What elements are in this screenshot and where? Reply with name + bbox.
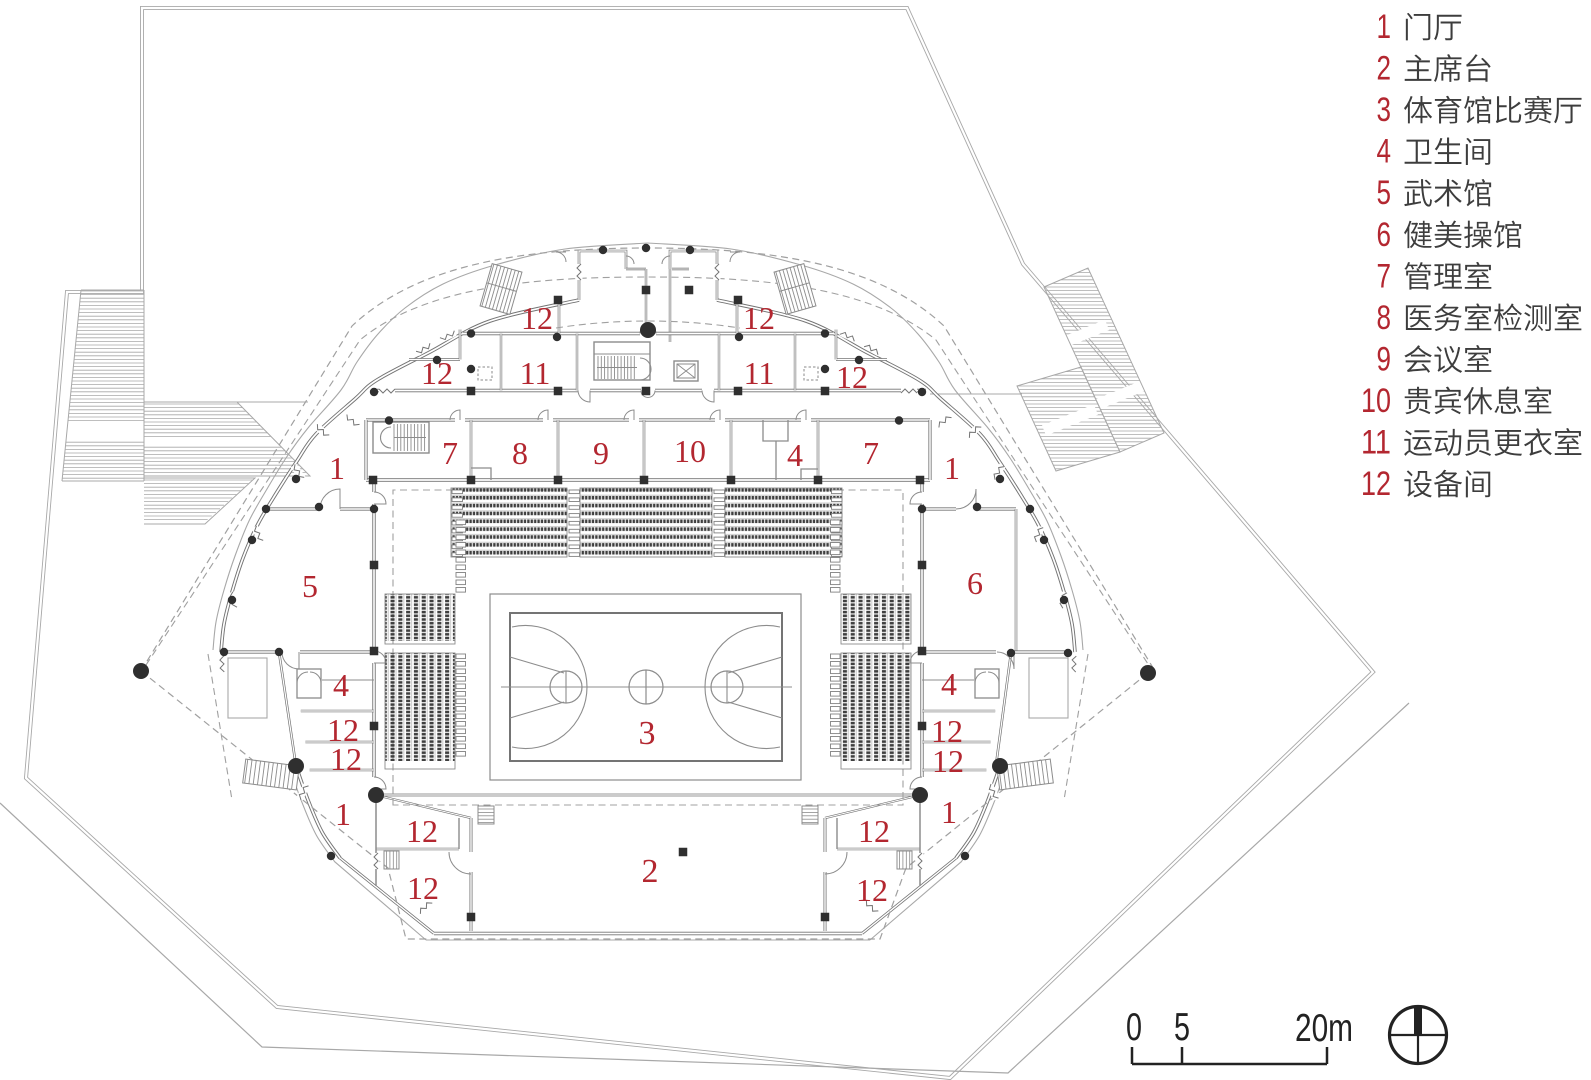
svg-text:12: 12 bbox=[743, 300, 775, 336]
svg-text:7: 7 bbox=[1377, 257, 1392, 295]
svg-text:9: 9 bbox=[593, 435, 609, 471]
svg-text:7: 7 bbox=[863, 435, 879, 471]
svg-text:4: 4 bbox=[941, 666, 957, 702]
svg-text:2: 2 bbox=[1377, 50, 1392, 88]
svg-text:6: 6 bbox=[1377, 216, 1392, 254]
svg-text:12: 12 bbox=[932, 743, 964, 779]
svg-text:12: 12 bbox=[858, 813, 890, 849]
svg-text:4: 4 bbox=[787, 437, 803, 473]
svg-text:1: 1 bbox=[1377, 8, 1392, 46]
svg-text:12: 12 bbox=[856, 872, 888, 908]
svg-text:7: 7 bbox=[442, 435, 458, 471]
svg-text:12: 12 bbox=[406, 813, 438, 849]
svg-text:4: 4 bbox=[1377, 133, 1392, 171]
svg-text:8: 8 bbox=[512, 435, 528, 471]
svg-text:9: 9 bbox=[1377, 340, 1392, 378]
svg-text:4: 4 bbox=[333, 667, 349, 703]
svg-text:3: 3 bbox=[639, 715, 656, 752]
svg-text:12: 12 bbox=[407, 870, 439, 906]
svg-text:11: 11 bbox=[1361, 424, 1391, 462]
svg-text:10: 10 bbox=[674, 433, 706, 469]
svg-text:1: 1 bbox=[941, 794, 957, 830]
svg-text:20m: 20m bbox=[1295, 1007, 1353, 1050]
svg-text:11: 11 bbox=[744, 355, 775, 391]
svg-text:1: 1 bbox=[329, 450, 345, 486]
svg-text:5: 5 bbox=[1174, 1006, 1190, 1049]
svg-text:12: 12 bbox=[521, 300, 553, 336]
svg-text:12: 12 bbox=[421, 355, 453, 391]
svg-text:5: 5 bbox=[302, 568, 318, 604]
svg-text:0: 0 bbox=[1126, 1006, 1142, 1049]
svg-text:12: 12 bbox=[931, 713, 963, 749]
svg-text:5: 5 bbox=[1377, 174, 1392, 212]
svg-text:3: 3 bbox=[1377, 91, 1392, 129]
svg-text:12: 12 bbox=[1361, 465, 1391, 503]
svg-text:12: 12 bbox=[836, 359, 868, 395]
svg-text:2: 2 bbox=[642, 853, 659, 890]
svg-text:8: 8 bbox=[1377, 299, 1392, 337]
svg-text:1: 1 bbox=[335, 796, 351, 832]
svg-text:12: 12 bbox=[330, 741, 362, 777]
svg-text:10: 10 bbox=[1361, 382, 1391, 420]
svg-text:6: 6 bbox=[967, 565, 983, 601]
svg-text:11: 11 bbox=[520, 355, 551, 391]
svg-text:1: 1 bbox=[944, 450, 960, 486]
svg-text:12: 12 bbox=[327, 712, 359, 748]
